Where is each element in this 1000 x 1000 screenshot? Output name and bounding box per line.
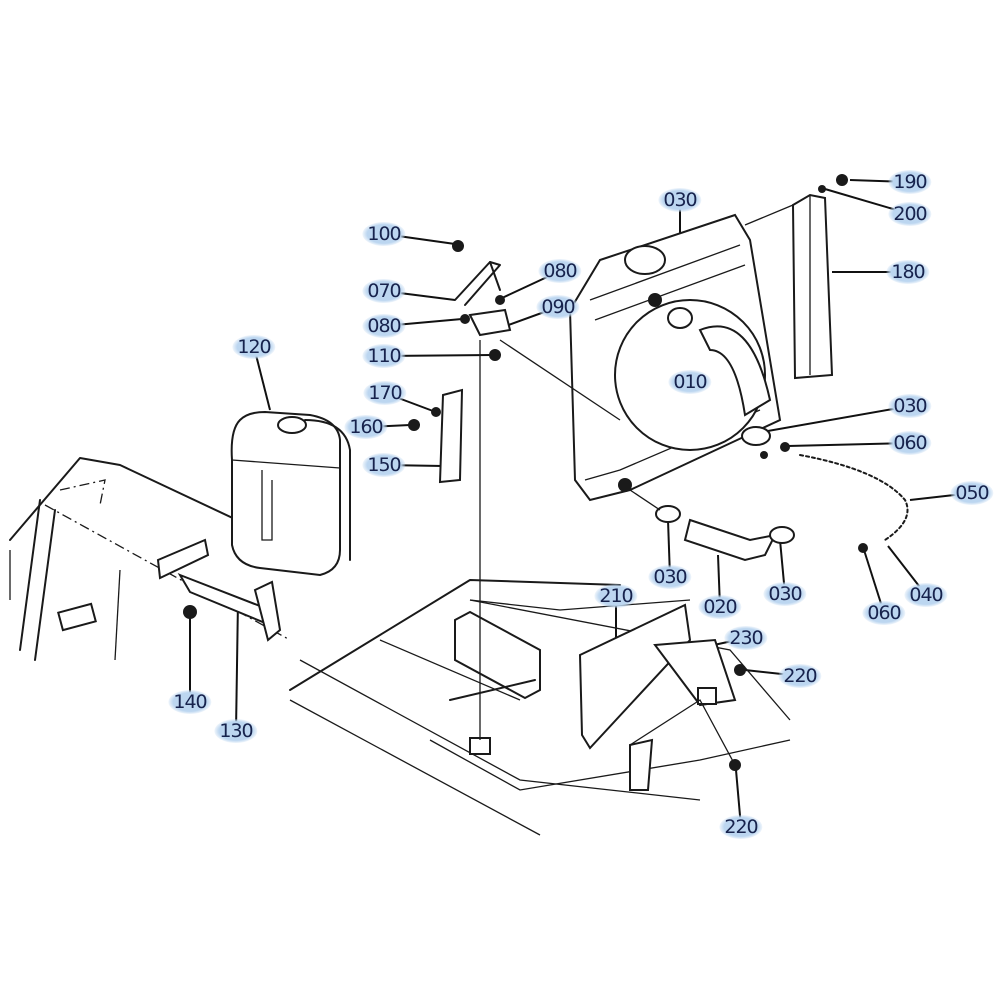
part-callout-070[interactable]: 070 [362,279,406,303]
part-callout-180[interactable]: 180 [886,260,930,284]
coiled-hose [799,454,909,553]
lower-hose [629,489,795,562]
leader-line [761,405,911,433]
part-callout-130[interactable]: 130 [214,719,258,743]
part-callout-110[interactable]: 110 [362,344,406,368]
part-callout-100[interactable]: 100 [362,222,406,246]
frame-floor [289,340,791,836]
part-callout-150[interactable]: 150 [362,453,406,477]
part-callout-170[interactable]: 170 [363,381,407,405]
part-callout-080[interactable]: 080 [538,259,582,283]
part-callout-030[interactable]: 030 [648,565,692,589]
upper-hose [667,307,790,459]
part-callout-200[interactable]: 200 [888,202,932,226]
part-callout-050[interactable]: 050 [950,481,994,505]
part-callout-230[interactable]: 230 [724,626,768,650]
part-callout-030[interactable]: 030 [658,188,702,212]
overflow-pipe [452,240,512,361]
part-callout-090[interactable]: 090 [536,295,580,319]
lower-plates [578,603,746,791]
part-callout-060[interactable]: 060 [862,601,906,625]
part-callout-120[interactable]: 120 [232,335,276,359]
leader-line [235,599,239,732]
tank-bracket [156,538,282,642]
reserve-tank [230,410,351,577]
baffle-plate [408,388,464,484]
cab-outline [9,457,291,661]
part-callout-220[interactable]: 220 [719,815,763,839]
part-callout-220[interactable]: 220 [778,664,822,688]
part-callout-030[interactable]: 030 [763,582,807,606]
part-callout-140[interactable]: 140 [168,690,212,714]
part-callout-010[interactable]: 010 [668,370,712,394]
part-callout-060[interactable]: 060 [888,431,932,455]
part-callout-210[interactable]: 210 [594,584,638,608]
part-callout-160[interactable]: 160 [344,415,388,439]
side-shroud [744,174,848,380]
part-callout-030[interactable]: 030 [888,394,932,418]
part-callout-040[interactable]: 040 [904,583,948,607]
part-callout-020[interactable]: 020 [698,595,742,619]
part-callout-080[interactable]: 080 [362,314,406,338]
part-callout-190[interactable]: 190 [888,170,932,194]
